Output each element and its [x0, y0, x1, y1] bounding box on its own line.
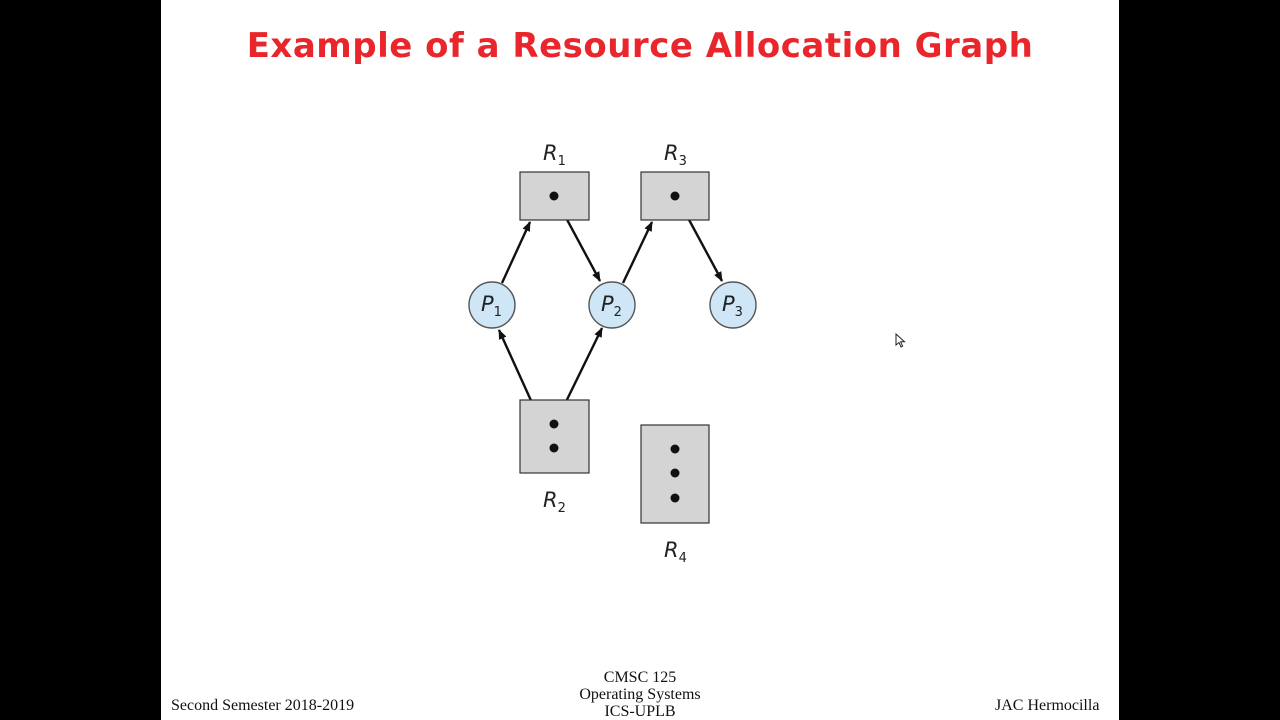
footer-course-code: CMSC 125 [603, 669, 677, 686]
resource-instance-dot [670, 468, 680, 478]
process-p3-label: P3 [722, 292, 743, 320]
mouse-pointer-icon [895, 333, 906, 348]
resource-instance-dot [549, 191, 559, 201]
footer-course: CMSC 125 Operating Systems ICS-UPLB [540, 669, 740, 720]
footer-author: JAC Hermocilla [995, 697, 1100, 714]
footer-semester: Second Semester 2018-2019 [171, 697, 355, 714]
resource-instance-dot [670, 444, 680, 454]
slide-title: Example of a Resource Allocation Graph [246, 26, 1034, 66]
resource-r4: R4 [640, 424, 710, 566]
process-p1-label: P1 [481, 292, 502, 320]
resource-instance-dot [549, 443, 559, 453]
process-p1: P1 [468, 281, 516, 329]
resource-r1: R1 [519, 141, 590, 221]
resource-instance-dot [670, 191, 680, 201]
resource-r3-label: R3 [664, 141, 687, 169]
edge-p1-to-r1 [500, 221, 532, 284]
resource-r2-label: R2 [543, 488, 566, 516]
resource-r4-label: R4 [664, 538, 687, 566]
footer-institution: ICS-UPLB [604, 703, 676, 720]
slide-canvas [161, 0, 1119, 720]
edge-p2-to-r3 [621, 221, 654, 284]
process-p2: P2 [588, 281, 636, 329]
resource-r3: R3 [640, 141, 710, 221]
process-p2-label: P2 [601, 292, 622, 320]
resource-instance-dot [549, 419, 559, 429]
resource-r1-label: R1 [543, 141, 566, 169]
resource-r2: R2 [519, 399, 590, 516]
resource-instance-dot [670, 493, 680, 503]
footer-course-name: Operating Systems [579, 686, 701, 703]
process-p3: P3 [709, 281, 757, 329]
